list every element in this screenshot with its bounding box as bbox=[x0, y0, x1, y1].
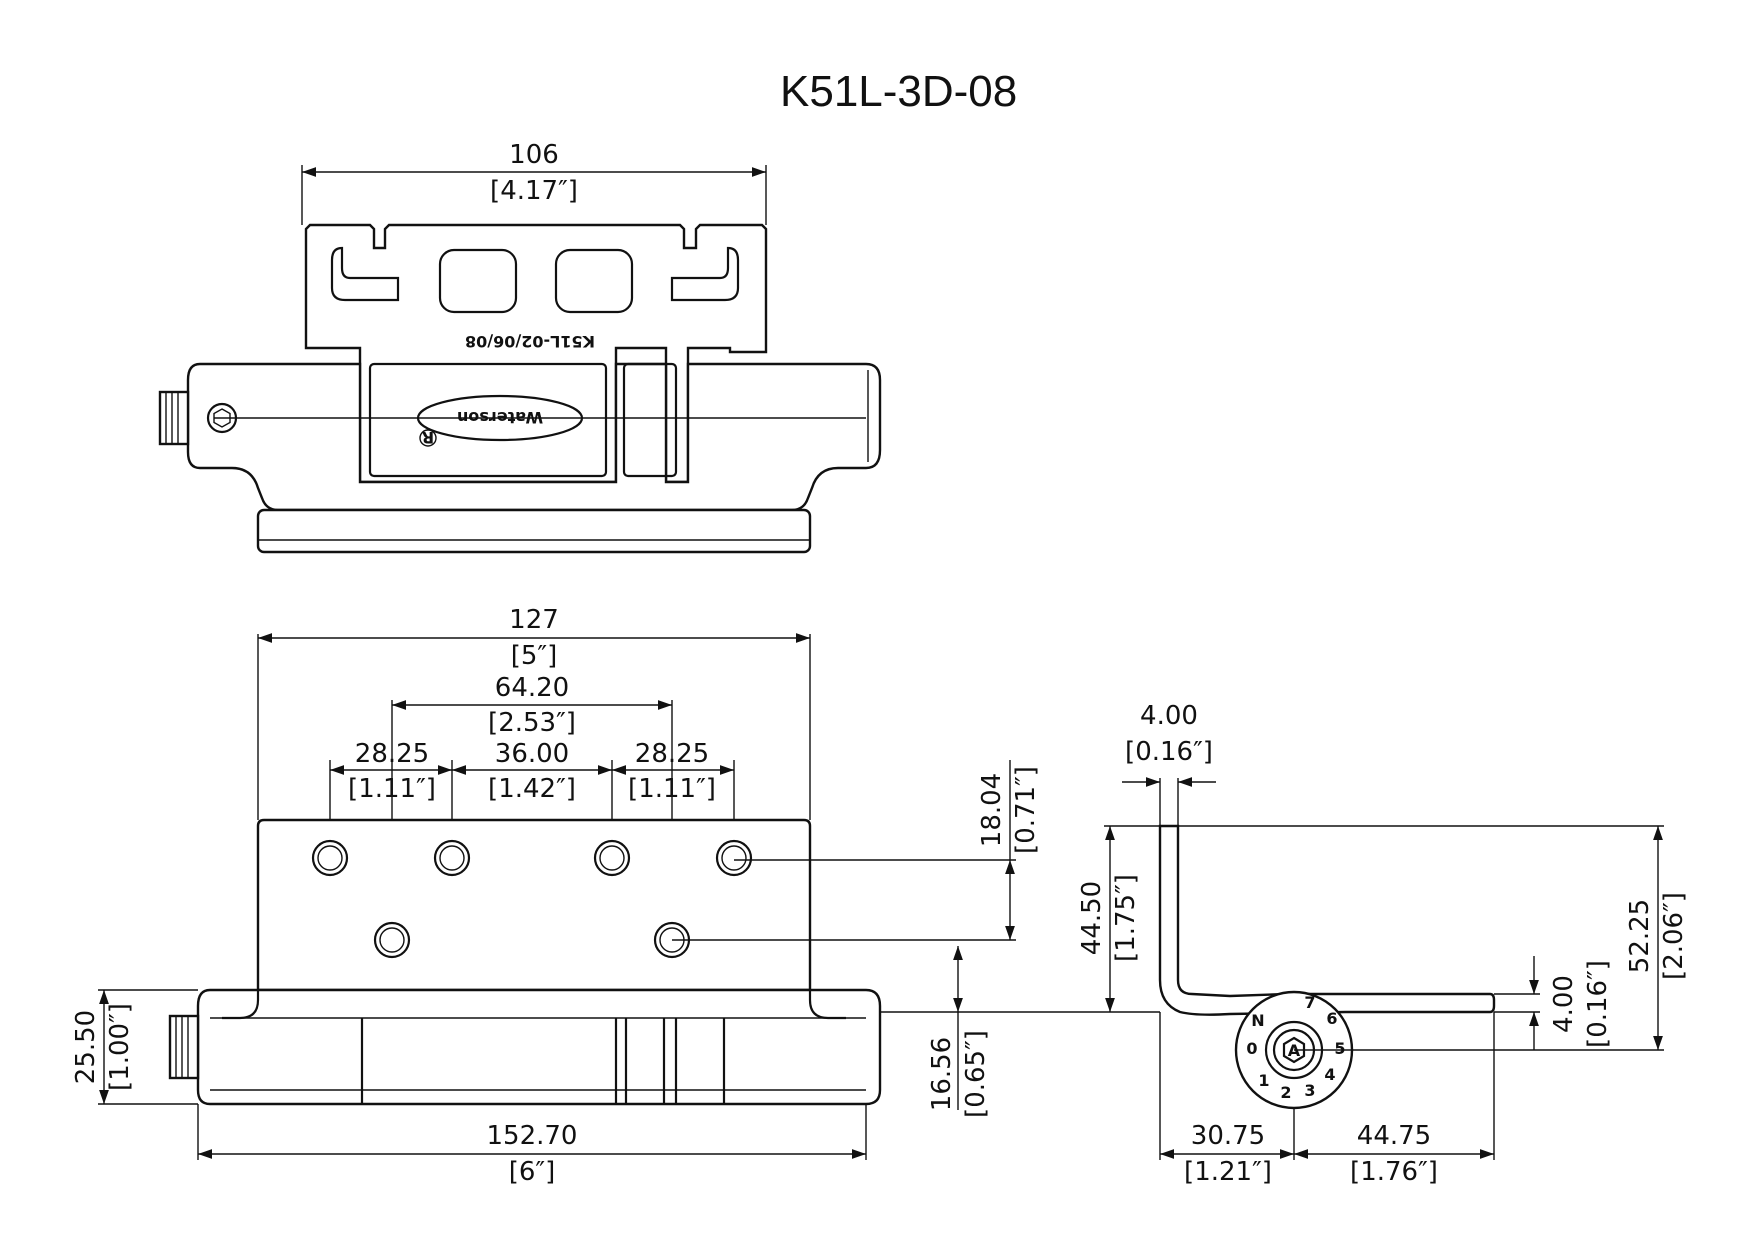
recess-left bbox=[368, 362, 608, 478]
dim-5225-mm: 52.25 bbox=[1625, 899, 1655, 973]
dim-1804-in: [0.71″] bbox=[1011, 766, 1041, 854]
hole bbox=[433, 839, 471, 877]
dim-3075-mm: 30.75 bbox=[1191, 1121, 1265, 1151]
dial-digit: 4 bbox=[1324, 1065, 1335, 1084]
dim-4450-mm: 44.50 bbox=[1077, 881, 1107, 955]
dim-4475-in: [1.76″] bbox=[1350, 1157, 1438, 1187]
dim-400-right-in: [0.16″] bbox=[1583, 960, 1613, 1048]
dim-2825-right-in: [1.11″] bbox=[628, 774, 716, 804]
dial-digit: N bbox=[1251, 1011, 1264, 1030]
dim-2825-left-mm: 28.25 bbox=[355, 739, 429, 769]
dim-4475-mm: 44.75 bbox=[1357, 1121, 1431, 1151]
dim-2825-left-in: [1.11″] bbox=[348, 774, 436, 804]
hex-socket-icon bbox=[1282, 1036, 1306, 1064]
dial-digit: 3 bbox=[1304, 1081, 1315, 1100]
dial-digit: 1 bbox=[1258, 1071, 1269, 1090]
dim-15270-in: [6″] bbox=[509, 1157, 556, 1187]
logo-oval bbox=[416, 394, 584, 442]
hole bbox=[715, 839, 753, 877]
drawing-title: K51L-3D-08 bbox=[780, 67, 1017, 116]
hole bbox=[311, 839, 349, 877]
side-leaf bbox=[1158, 824, 1496, 1016]
hole-inner bbox=[599, 845, 625, 871]
dim-6420-mm: 64.20 bbox=[495, 673, 569, 703]
top-base-plate bbox=[256, 508, 812, 554]
hole bbox=[373, 921, 411, 959]
dim-3600-mm: 36.00 bbox=[495, 739, 569, 769]
dial-digit: 7 bbox=[1304, 993, 1315, 1012]
dim-6420-in: [2.53″] bbox=[488, 708, 576, 738]
dim-3075-in: [1.21″] bbox=[1184, 1157, 1272, 1187]
dial-digit: 2 bbox=[1280, 1083, 1291, 1102]
front-view: 127 [5″] 64.20 [2.53″] 28.25 [1.11″] 36.… bbox=[71, 605, 1160, 1187]
slot-left bbox=[330, 246, 400, 302]
dial-digit: 5 bbox=[1334, 1039, 1345, 1058]
side-view: 4.00 [0.16″] A 0 1 2 3 4 5 6 7 N 44.50 [… bbox=[1077, 701, 1689, 1187]
dim-1656-in: [0.65″] bbox=[961, 1030, 991, 1118]
logo-mark-circle bbox=[419, 429, 437, 447]
hole-inner bbox=[317, 845, 343, 871]
dim-2550-mm: 25.50 bbox=[71, 1010, 101, 1084]
top-barrel bbox=[186, 362, 882, 512]
dim-400-top-mm: 4.00 bbox=[1140, 701, 1198, 731]
left-fitting bbox=[158, 390, 190, 446]
hole-inner bbox=[439, 845, 465, 871]
dim-127-in: [5″] bbox=[511, 641, 558, 671]
top-view: 106 [4.17″] K51L-02/06/08 Waterson R bbox=[158, 140, 882, 554]
engraving-text: K51L-02/06/08 bbox=[465, 332, 595, 351]
window-left bbox=[438, 248, 518, 314]
dial-digit: 6 bbox=[1326, 1009, 1337, 1028]
dim-15270-mm: 152.70 bbox=[487, 1121, 578, 1151]
dim-1804-mm: 18.04 bbox=[977, 773, 1007, 847]
window-right bbox=[554, 248, 634, 314]
dim-106-in: [4.17″] bbox=[490, 176, 578, 206]
dim-3600-in: [1.42″] bbox=[488, 774, 576, 804]
dim-106-mm: 106 bbox=[509, 140, 559, 170]
logo-text: Waterson bbox=[457, 408, 543, 427]
dim-2550-in: [1.00″] bbox=[105, 1003, 135, 1091]
dim-400-right-mm: 4.00 bbox=[1549, 975, 1579, 1033]
dim-1656-mm: 16.56 bbox=[927, 1037, 957, 1111]
front-left-fitting bbox=[168, 1014, 200, 1080]
hex-screw bbox=[206, 402, 238, 434]
dim-4450-in: [1.75″] bbox=[1111, 874, 1141, 962]
recess-mid bbox=[622, 362, 678, 478]
front-barrel bbox=[196, 988, 882, 1106]
hole-inner bbox=[721, 845, 747, 871]
dim-5225-in: [2.06″] bbox=[1659, 892, 1689, 980]
dim-127-mm: 127 bbox=[509, 605, 559, 635]
dial-digit: 0 bbox=[1246, 1039, 1257, 1058]
holes bbox=[311, 839, 753, 959]
hex-socket bbox=[213, 408, 231, 428]
hole bbox=[593, 839, 631, 877]
hole-inner bbox=[379, 927, 405, 953]
dim-2825-right-mm: 28.25 bbox=[635, 739, 709, 769]
dial-digits: 0 1 2 3 4 5 6 7 N bbox=[1246, 993, 1345, 1102]
dim-400-top-in: [0.16″] bbox=[1125, 737, 1213, 767]
slot-right bbox=[670, 246, 740, 302]
logo-mark: R bbox=[422, 428, 434, 447]
